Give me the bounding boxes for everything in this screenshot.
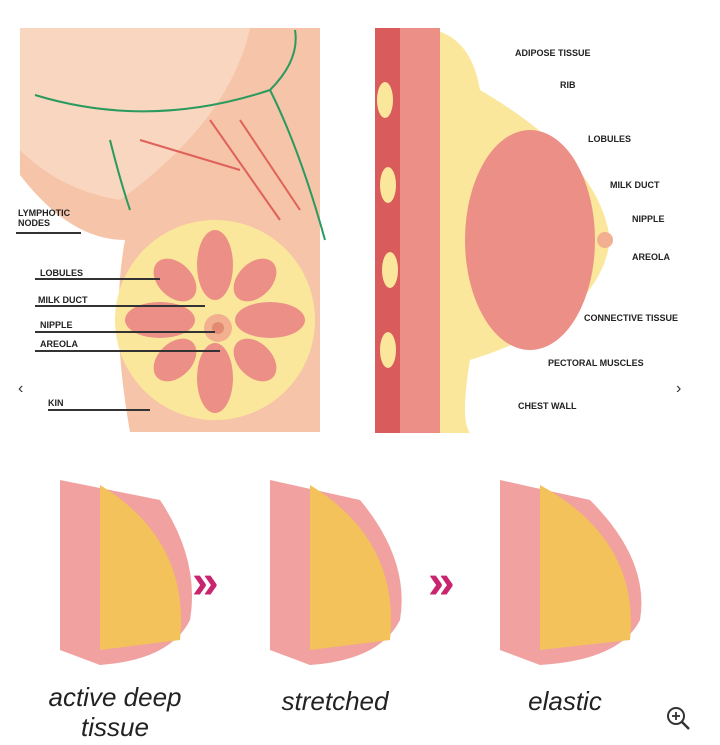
stage-caption-elastic: elastic	[528, 686, 602, 716]
stage-caption-active: active deep tissue	[48, 682, 182, 742]
label-nipple-right: NIPPLE	[632, 214, 665, 224]
label-rib: RIB	[560, 80, 576, 90]
label-milk-duct: MILK DUCT	[38, 295, 88, 305]
label-lobules: LOBULES	[40, 268, 84, 278]
label-lymphotic-nodes: LYMPHOTIC NODES	[18, 208, 71, 228]
label-adipose-tissue: ADIPOSE TISSUE	[515, 48, 591, 58]
label-areola-right: AREOLA	[632, 252, 670, 262]
left-breast-illustration	[20, 28, 326, 432]
right-breast-illustration	[360, 28, 680, 433]
leader-line	[16, 232, 81, 234]
leader-line	[35, 278, 160, 280]
leader-line	[48, 409, 150, 411]
stage-illustrations: » »	[60, 480, 642, 665]
label-chest-wall: CHEST WALL	[518, 401, 577, 411]
next-image-button[interactable]: ›	[676, 380, 682, 397]
label-pectoral-muscles: PECTORAL MUSCLES	[548, 358, 644, 368]
leader-line	[35, 331, 215, 333]
leader-line	[35, 350, 220, 352]
chevron-arrow-icon: »	[428, 556, 455, 609]
chevron-arrow-icon: »	[192, 556, 219, 609]
label-nipple: NIPPLE	[40, 320, 73, 330]
label-connective-tissue: CONNECTIVE TISSUE	[584, 313, 679, 323]
prev-image-button[interactable]: ‹	[18, 380, 24, 397]
label-areola: AREOLA	[40, 339, 78, 349]
label-lobules-right: LOBULES	[588, 134, 632, 144]
leader-line	[35, 305, 205, 307]
label-skin: KIN	[48, 398, 64, 408]
label-milk-duct-right: MILK DUCT	[610, 180, 660, 190]
stage-caption-stretched: stretched	[281, 686, 389, 716]
zoom-in-icon[interactable]	[665, 705, 691, 731]
